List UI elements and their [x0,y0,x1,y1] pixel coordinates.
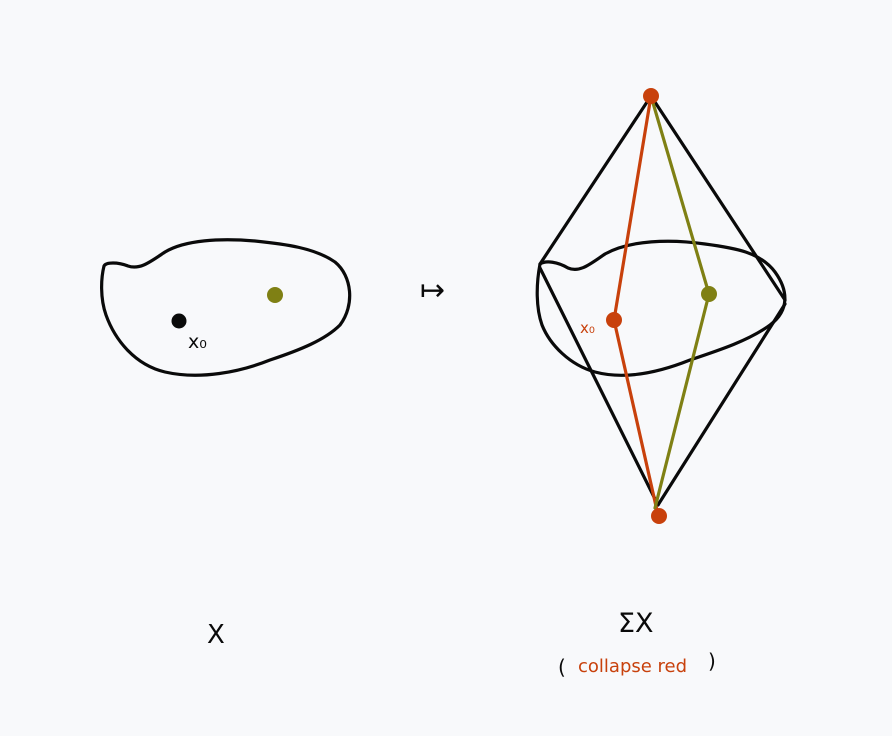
space-label-x: X [207,620,225,650]
basepoint-label: x₀ [188,331,207,353]
point-dot-olive-right [701,286,717,302]
red-arc [612,94,660,517]
space-x-group: x₀ X [100,238,352,650]
basepoint-label-red: x₀ [580,319,595,337]
note-close-paren: ) [708,649,716,673]
suspension-group: x₀ ΣX ( collapse red ) [535,88,787,679]
cone-line-top-left [538,94,653,266]
maps-to-arrow: ↦ [420,273,445,308]
collapse-note: collapse red [578,656,687,677]
cone-line-top-right [649,94,787,302]
note-open-paren: ( [558,655,566,679]
equator-blob [535,239,787,377]
cone-line-bottom-right [656,302,787,507]
space-label-suspension: ΣX [618,608,654,639]
basepoint-dot-red [606,312,622,328]
space-x-blob [100,238,352,377]
basepoint-dot [171,313,187,329]
cone-line-bottom-left [538,266,660,507]
north-pole-dot [643,88,659,104]
point-dot-olive [267,287,283,303]
olive-arc [649,94,711,510]
south-pole-dot [651,508,667,524]
